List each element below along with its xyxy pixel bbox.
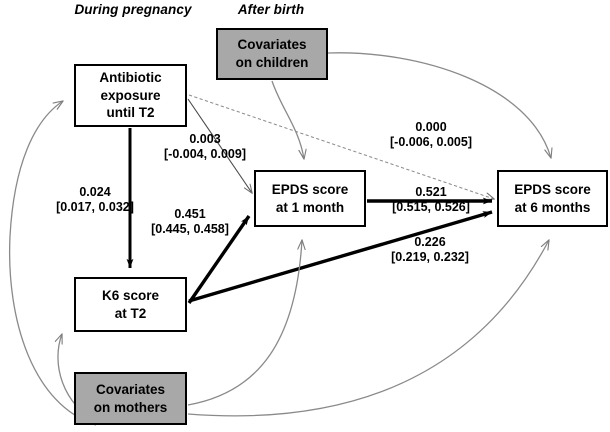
arrow-k6-to-epds1 xyxy=(187,215,251,304)
arrow-covariates-mothers-to-epds6 xyxy=(187,240,549,417)
coef-k6-to-epds1: 0.451 [0.445, 0.458] xyxy=(151,207,229,238)
node-epds-score-1-month-label: EPDS score at 1 month xyxy=(271,181,349,215)
node-covariates-on-mothers-label: Covariates on mothers xyxy=(93,381,168,415)
coef-estimate: 0.003 xyxy=(189,131,221,146)
arrow-covariates-mothers-to-epds1 xyxy=(187,240,302,406)
coef-estimate: 0.226 xyxy=(414,234,446,249)
node-covariates-on-mothers[interactable]: Covariates on mothers xyxy=(74,372,187,425)
node-antibiotic-exposure[interactable]: Antibiotic exposure until T2 xyxy=(74,64,187,127)
node-covariates-on-children[interactable]: Covariates on children xyxy=(216,28,328,80)
coef-antibiotic-to-k6: 0.024 [0.017, 0.032] xyxy=(56,185,134,216)
coef-confidence-interval: [-0.004, 0.009] xyxy=(164,147,246,161)
arrow-covariates-children-to-epds1 xyxy=(271,80,304,159)
coef-estimate: 0.521 xyxy=(415,184,447,199)
node-epds-score-1-month[interactable]: EPDS score at 1 month xyxy=(254,170,366,227)
node-epds-score-6-months-label: EPDS score at 6 months xyxy=(514,181,591,215)
node-covariates-on-children-label: Covariates on children xyxy=(235,37,309,70)
arrow-covariates-children-to-epds6 xyxy=(327,52,551,158)
arrow-k6-to-epds6 xyxy=(188,210,493,303)
coef-confidence-interval: [0.219, 0.232] xyxy=(391,250,469,264)
coef-estimate: 0.000 xyxy=(415,119,447,134)
coef-antibiotic-to-epds6: 0.000 [-0.006, 0.005] xyxy=(390,120,472,151)
coef-estimate: 0.451 xyxy=(174,206,206,221)
header-after-birth: After birth xyxy=(237,2,305,17)
coef-antibiotic-to-epds1: 0.003 [-0.004, 0.009] xyxy=(164,132,246,163)
coef-confidence-interval: [-0.006, 0.005] xyxy=(390,135,472,149)
node-k6-score-t2[interactable]: K6 score at T2 xyxy=(74,277,187,332)
coef-confidence-interval: [0.017, 0.032] xyxy=(56,200,134,214)
coef-estimate: 0.024 xyxy=(79,184,111,199)
coef-confidence-interval: [0.445, 0.458] xyxy=(151,222,229,236)
node-epds-score-6-months[interactable]: EPDS score at 6 months xyxy=(497,170,608,227)
coef-epds1-to-epds6: 0.521 [0.515, 0.526] xyxy=(392,185,470,216)
node-antibiotic-exposure-label: Antibiotic exposure until T2 xyxy=(99,70,162,121)
node-k6-score-t2-label: K6 score at T2 xyxy=(101,287,160,321)
arrow-antibiotic-to-epds1 xyxy=(187,98,252,193)
arrow-covariates-mothers-to-antibiotic xyxy=(8,101,97,426)
coef-k6-to-epds6: 0.226 [0.219, 0.232] xyxy=(391,235,469,266)
header-during-pregnancy: During pregnancy xyxy=(74,2,192,17)
coef-confidence-interval: [0.515, 0.526] xyxy=(392,200,470,214)
